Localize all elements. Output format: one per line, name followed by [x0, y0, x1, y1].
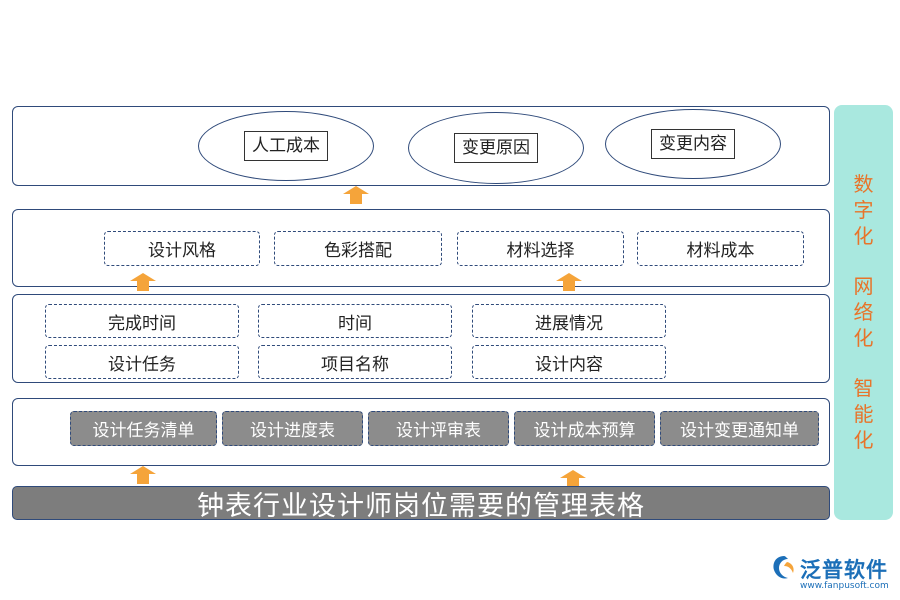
- box-design-style: 设计风格: [104, 231, 260, 266]
- logo-url: www.fanpusoft.com: [800, 581, 889, 591]
- oval-label: 人工成本: [244, 131, 328, 161]
- box-design-task-list: 设计任务清单: [70, 411, 217, 446]
- side-panel: 数字化 网络化 智能化: [834, 105, 893, 520]
- box-design-change-notice: 设计变更通知单: [660, 411, 819, 446]
- side-label-digital: 数字化: [853, 172, 874, 248]
- page-title: 钟表行业设计师岗位需要的管理表格: [197, 490, 645, 522]
- oval-label: 变更原因: [454, 133, 538, 163]
- up-arrow-icon: [343, 186, 369, 204]
- up-arrow-icon: [560, 470, 586, 488]
- box-design-schedule: 设计进度表: [222, 411, 363, 446]
- title-bar: 钟表行业设计师岗位需要的管理表格: [12, 486, 830, 522]
- box-design-budget: 设计成本预算: [514, 411, 655, 446]
- oval-change-reason: 变更原因: [408, 112, 584, 184]
- box-material-cost: 材料成本: [637, 231, 804, 266]
- up-arrow-icon: [130, 273, 156, 291]
- box-progress: 进展情况: [472, 304, 666, 338]
- box-color-matching: 色彩搭配: [274, 231, 442, 266]
- box-design-task: 设计任务: [45, 345, 239, 379]
- box-design-review: 设计评审表: [368, 411, 509, 446]
- oval-labor-cost: 人工成本: [198, 111, 374, 181]
- up-arrow-icon: [556, 273, 582, 291]
- box-completion-time: 完成时间: [45, 304, 239, 338]
- side-label-network: 网络化: [853, 274, 874, 350]
- box-project-name: 项目名称: [258, 345, 452, 379]
- up-arrow-icon: [130, 466, 156, 484]
- logo-mark-icon: [773, 556, 794, 579]
- box-material-selection: 材料选择: [457, 231, 624, 266]
- logo-name: 泛普软件: [800, 558, 888, 582]
- box-time: 时间: [258, 304, 452, 338]
- box-design-content: 设计内容: [472, 345, 666, 379]
- side-label-intelligent: 智能化: [853, 376, 874, 452]
- oval-label: 变更内容: [651, 129, 735, 159]
- brand-logo: 泛普软件 www.fanpusoft.com: [770, 552, 895, 596]
- oval-change-content: 变更内容: [605, 109, 781, 179]
